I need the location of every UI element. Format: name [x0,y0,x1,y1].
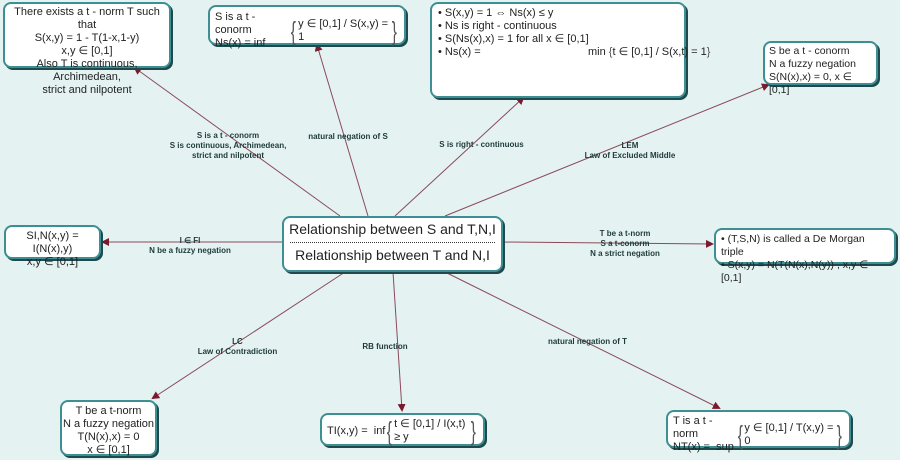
right-brace-icon: } [837,419,843,450]
bullet-item: • (T,S,N) is called a De Morgan triple [721,233,865,258]
central-topic-line1: Relationship between S and T,N,I [289,221,496,237]
edge-lem [444,83,770,217]
text-line: S(x,y) = 1 - T(1-x,1-y) [34,32,140,44]
left-brace-icon: { [737,419,743,450]
edge-top-mid [314,43,369,217]
node-lem[interactable]: S be a t - conorm N a fuzzy negation S(N… [763,41,878,96]
right-brace-icon: } [706,46,711,58]
text-line: strict and nilpotent [42,84,132,96]
edge-top-right [394,96,525,217]
text-line: Ns(x) = inf [215,37,266,49]
text-line: SI,N(x,y) = I(N(x),y) [26,230,79,255]
text-line: x ∈ [0,1] [87,444,130,456]
node-de-morgan[interactable]: • (T,S,N) is called a De Morgan triple •… [714,228,896,284]
text-line: x,y ∈ [0,1] [61,45,113,57]
node-natural-negation-s[interactable]: S is a t - conorm Ns(x) = inf { y ∈ [0,1… [208,5,406,49]
central-topic[interactable]: Relationship between S and T,N,I Relatio… [282,216,503,272]
text-line: T is a t - norm [673,415,713,440]
text-line: T(N(x),x) = 0 [77,431,140,443]
edge-label-top-right: S is right - continuous [439,140,524,149]
right-brace-icon: } [471,416,477,446]
left-brace-icon: { [608,46,613,58]
central-divider [290,242,495,243]
text-line: x,y ∈ [0,1] [26,256,79,268]
node-natural-negation-t[interactable]: T is a t - norm NT(x) = sup { y ∈ [0,1] … [666,410,851,453]
bullet-item: • S(x,y) = 1 ⇔ Ns(x) ≤ y [438,7,554,19]
left-brace-icon: { [387,416,393,446]
edge-label-rb: RB function [362,342,408,351]
node-s-in[interactable]: SI,N(x,y) = I(N(x),y) x,y ∈ [0,1] [4,225,101,268]
text-line: S is a t - conorm [215,11,256,36]
node-right-continuous[interactable]: • S(x,y) = 1 ⇔ Ns(x) ≤ y • Ns is right -… [430,2,711,98]
text-line: N a fuzzy negation [769,58,856,70]
text-line: Also T is continuous, Archimedean, [36,58,138,83]
node-rb-function[interactable]: TI(x,y) = inf { t ∈ [0,1] / I(x,t) ≥ y } [320,413,485,446]
text-line: T be a t-norm [75,405,142,417]
set-expression: t ∈ [0,1] / S(x,t) = 1 [612,46,707,58]
set-expression: y ∈ [0,1] / T(x,y) = 0 [744,421,834,447]
set-expression: t ∈ [0,1] / I(x,t) ≥ y [394,418,466,443]
set-expression: y ∈ [0,1] / S(x,y) = 1 [298,17,389,43]
bullet-item: • Ns(x) = min {t ∈ [0,1] / S(x,t) = 1} [438,46,711,58]
text-line: S be a t - conorm [769,45,850,57]
node-lc[interactable]: T be a t-norm N a fuzzy negation T(N(x),… [60,400,157,456]
text-line: NT(x) = sup [673,441,734,453]
edge-nt [444,271,721,409]
edge-label-top-mid: natural negation of S [308,132,388,141]
min-operator: min [588,46,606,58]
edge-right [501,239,714,248]
rb-prefix: TI(x,y) = inf [327,424,386,437]
text-line: There exists a t - norm T such that [14,6,160,31]
right-brace-icon: } [392,15,398,46]
text-line: S(N(x),x) = 0, x ∈ [0,1] [769,71,852,96]
bullet-item: • S(Ns(x),x) = 1 for all x ∈ [0,1] [438,33,589,45]
edge-label-natural-negation-t: natural negation of T [547,337,628,346]
edge-lc [151,271,346,400]
text-line: N a fuzzy negation [62,418,155,430]
left-brace-icon: { [291,15,297,46]
bullet-item: • S(x,y) = N(T(N(x),N(y)) , x,y ∈ [0,1] [721,259,869,284]
central-topic-line2: Relationship between T and N,I [295,247,490,263]
bullet-item: • Ns is right - continuous [438,20,557,32]
edge-rb [392,271,406,412]
edge-top-left [133,66,341,217]
node-top-left[interactable]: There exists a t - norm T such that S(x,… [3,2,171,96]
